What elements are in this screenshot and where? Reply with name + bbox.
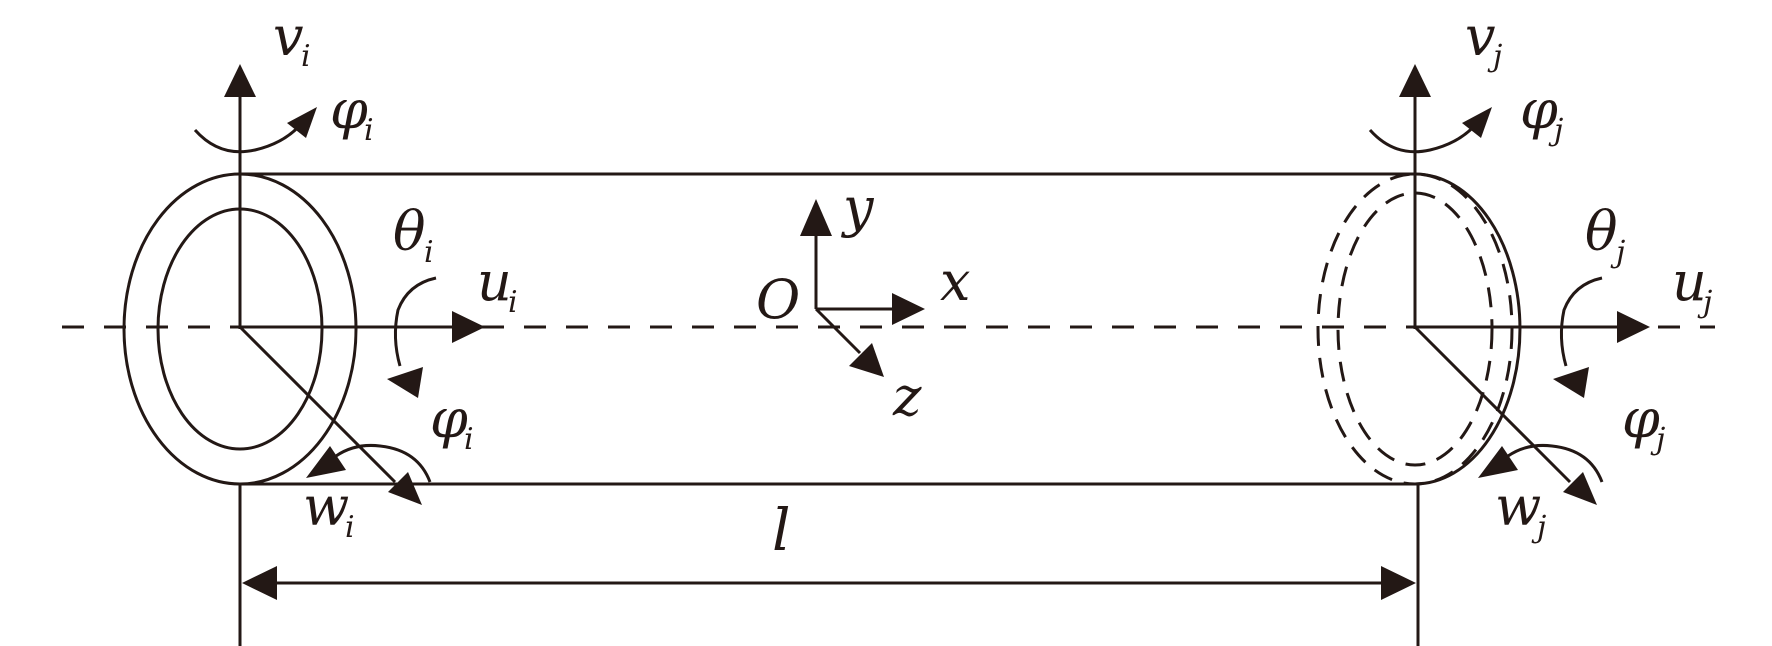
wi-axis [238,325,397,484]
phi-j-rotation-arc [1368,122,1479,154]
label-phi-i-sub: i [364,113,374,148]
node-j-outer-arc [1414,172,1522,486]
global-y-arrowhead [800,199,832,236]
label-wi: w [303,475,349,538]
theta-j-rotation-arc [1559,276,1603,367]
theta-j-arrowhead [1553,367,1589,398]
theta-i-rotation-arc [393,276,437,367]
label-wi-sub: i [345,510,355,545]
node-j-hidden-outer-ring [1316,172,1514,486]
vi-arrowhead [224,64,256,97]
global-x-arrowhead [892,293,925,325]
label-vi-sub: i [301,39,311,74]
label-theta-j: θ [1585,200,1618,263]
ui-arrowhead [452,311,485,343]
label-phi-j: φ [1520,78,1558,141]
label-varphi-j: φ [1622,387,1660,450]
label-uj: u [1672,250,1707,313]
label-theta-i-sub: i [424,235,434,270]
label-axis-y: y [841,176,875,239]
varphi-j-arrowhead [1478,446,1518,478]
varphi-j-rotation-arc [1507,444,1604,483]
varphi-i-rotation-arc [335,444,432,483]
label-varphi-i: φ [430,387,468,450]
label-axis-x: x [940,250,970,313]
label-length: l [772,496,791,564]
label-theta-i: θ [393,200,426,263]
label-vj: v [1465,5,1496,68]
uj-arrowhead [1617,311,1650,343]
vj-arrowhead [1399,64,1431,97]
label-vi: v [273,5,304,68]
wj-arrowhead [1563,472,1597,505]
label-varphi-i-sub: i [464,422,474,457]
label-wj: w [1495,475,1541,538]
wi-arrowhead [388,472,422,505]
label-origin: O [756,268,800,331]
phi-i-arrowhead [287,107,317,138]
global-z-axis [814,307,862,355]
node-j-hidden-inner-ring [1336,191,1494,467]
dimension-arrowhead-left [242,566,277,600]
phi-i-rotation-arc [193,122,304,154]
label-axis-z: z [892,365,922,428]
phi-j-arrowhead [1462,107,1492,138]
global-z-arrowhead [849,343,884,377]
varphi-i-arrowhead [306,446,346,478]
wj-axis [1413,325,1572,484]
label-phi-i: φ [330,78,368,141]
label-ui: u [477,250,512,313]
label-ui-sub: i [508,285,518,320]
theta-i-arrowhead [387,367,423,398]
dimension-arrowhead-right [1381,566,1416,600]
